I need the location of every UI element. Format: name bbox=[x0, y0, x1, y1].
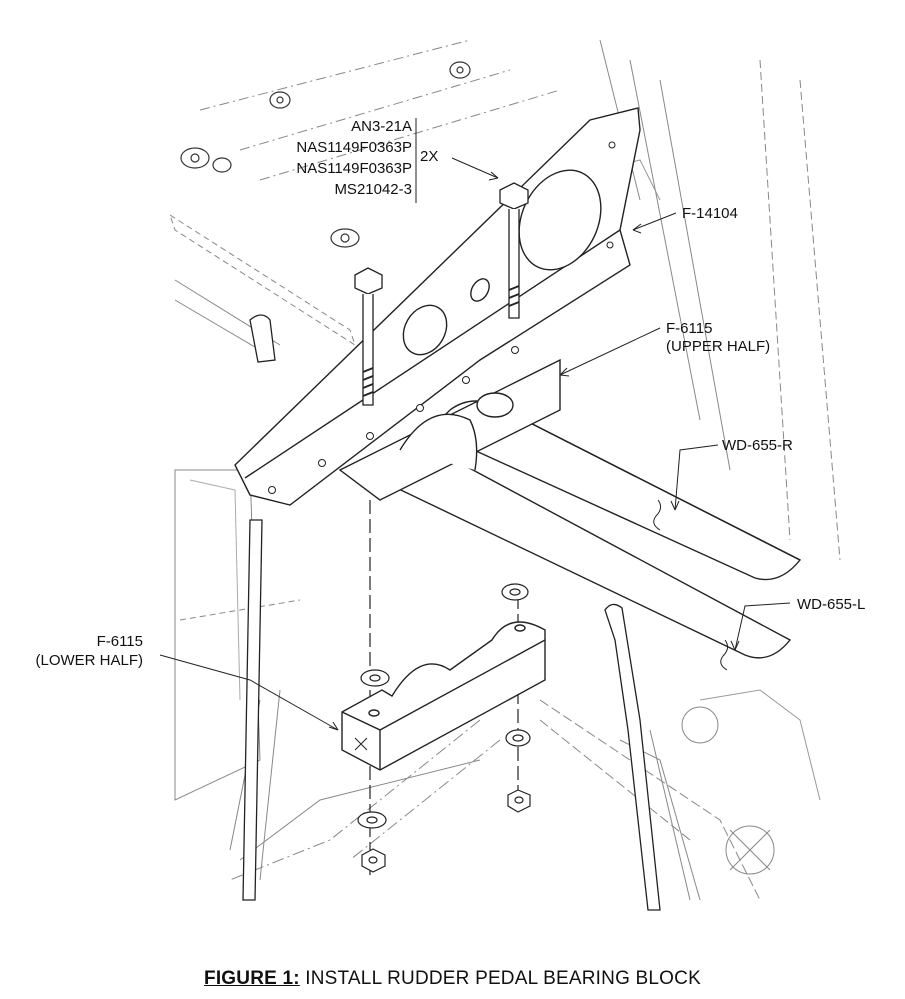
hardware-nut-label: MS21042-3 bbox=[334, 181, 412, 198]
figure-caption: FIGURE 1: INSTALL RUDDER PEDAL BEARING B… bbox=[0, 968, 905, 990]
isometric-assembly-drawing bbox=[159, 39, 841, 911]
background-structure bbox=[169, 39, 841, 901]
figure-title: INSTALL RUDDER PEDAL BEARING BLOCK bbox=[299, 968, 701, 989]
lower-half-desc-label: (LOWER HALF) bbox=[35, 652, 143, 669]
hardware-washer-label-2: NAS1149F0363P bbox=[296, 160, 412, 177]
hardware-bolt-label: AN3-21A bbox=[351, 118, 412, 135]
rod-end-fittings bbox=[180, 61, 471, 248]
tube-left-label: WD-655-L bbox=[797, 596, 866, 613]
bolts bbox=[354, 182, 529, 406]
hardware-washer-label: NAS1149F0363P bbox=[296, 139, 412, 156]
upper-half-desc-label: (UPPER HALF) bbox=[666, 338, 771, 355]
tube-right-label: WD-655-R bbox=[722, 437, 793, 454]
hardware-callout: AN3-21A NAS1149F0363P NAS1149F0363P MS21… bbox=[272, 116, 412, 200]
pedal-arms bbox=[242, 314, 661, 911]
quantity-label: 2X bbox=[420, 148, 439, 165]
lower-half-part-label: F-6115 bbox=[96, 633, 143, 650]
leader-lines bbox=[159, 118, 791, 731]
bracket-f-14104 bbox=[234, 107, 641, 506]
lower-bearing-block bbox=[341, 621, 546, 771]
figure-number: FIGURE 1: bbox=[204, 968, 300, 989]
upper-half-part-label: F-6115 bbox=[666, 320, 713, 337]
hardware-stack bbox=[357, 500, 531, 880]
upper-bearing-block bbox=[338, 358, 561, 501]
tube-wd-655-r bbox=[428, 400, 802, 581]
bracket-label: F-14104 bbox=[682, 205, 738, 222]
